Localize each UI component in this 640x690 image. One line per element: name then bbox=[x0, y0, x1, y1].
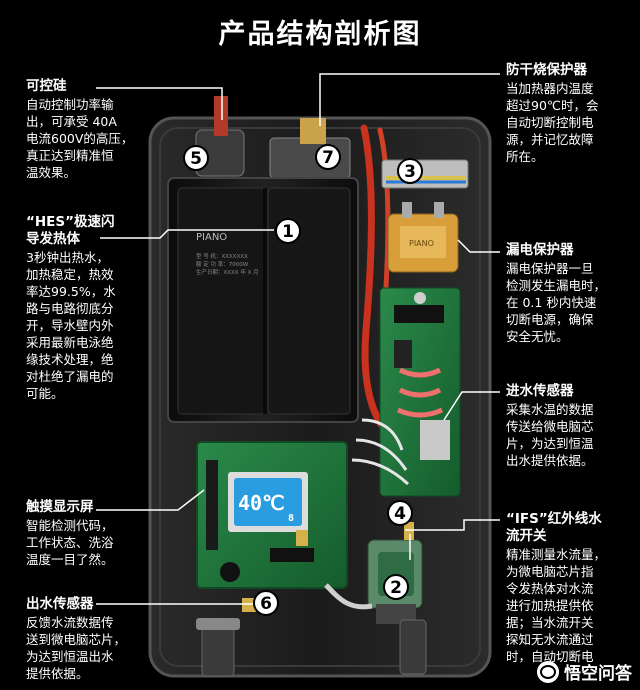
red-wire bbox=[360, 124, 399, 444]
lcd-small-digit: 8 bbox=[288, 513, 294, 524]
annotation-leakage-protector: 漏电保护器 漏电保护器一旦 检测发生漏电时， 在 0.1 秒内快速 切断电源，确… bbox=[506, 242, 632, 345]
callout-3: 3 bbox=[397, 158, 423, 184]
callout-7-number: 7 bbox=[322, 148, 334, 168]
callout-4-number: 4 bbox=[394, 504, 406, 524]
callout-2: 2 bbox=[383, 574, 409, 600]
annotation-heading: 进水传感器 bbox=[506, 383, 574, 399]
annotation-heading: 防干烧保护器 bbox=[506, 62, 587, 78]
callout-3-number: 3 bbox=[404, 162, 416, 182]
annotation-body: 3秒钟出热水， 加热稳定，热效 率达99.5%，水 路与电路彻底分 开，导水壁内… bbox=[26, 250, 116, 401]
heater-label-line-2: 额 定 功 率：7000W bbox=[196, 260, 249, 268]
annotation-body: 智能检测代码， 工作状态、洗浴 温度一目了然。 bbox=[26, 518, 114, 567]
heater-block bbox=[167, 177, 359, 423]
callout-2-number: 2 bbox=[390, 578, 402, 598]
callout-1-number: 1 bbox=[282, 222, 294, 242]
lcd-screen bbox=[234, 478, 302, 526]
heater-label-line-3: 生产日期：XXXX 年 X 月 bbox=[196, 268, 259, 276]
callout-6: 6 bbox=[253, 590, 279, 616]
annotation-hes-heater: “HES”极速闪 导发热体 3秒钟出热水， 加热稳定，热效 率达99.5%，水 … bbox=[26, 214, 158, 402]
outlet-fitting bbox=[201, 621, 235, 677]
svg-text:PIANO: PIANO bbox=[409, 239, 434, 248]
callout-7: 7 bbox=[315, 144, 341, 170]
callout-5-number: 5 bbox=[190, 149, 202, 169]
annotation-heading: 触摸显示屏 bbox=[26, 499, 94, 515]
annotation-touch-display: 触摸显示屏 智能检测代码， 工作状态、洗浴 温度一目了然。 bbox=[26, 499, 158, 568]
display-pcb bbox=[196, 441, 348, 589]
callout-5: 5 bbox=[183, 145, 209, 171]
annotation-heading: 可控硅 bbox=[26, 78, 67, 94]
annotation-body: 自动控制功率输 出，可承受 40A 电流600V的高压， 真正达到精准恒 温效果… bbox=[26, 97, 134, 180]
annotation-heading: “HES”极速闪 导发热体 bbox=[26, 214, 115, 247]
callout-4: 4 bbox=[387, 500, 413, 526]
annotation-heading: 出水传感器 bbox=[26, 596, 94, 612]
annotation-outlet-sensor: 出水传感器 反馈水流数据传 送到微电脑芯片， 为达到恒温出水 提供依据。 bbox=[26, 596, 162, 682]
watermark: 悟空问答 bbox=[537, 659, 632, 684]
annotation-heading: “IFS”红外线水 流开关 bbox=[506, 511, 602, 544]
annotation-body: 漏电保护器一旦 检测发生漏电时， 在 0.1 秒内快速 切断电源，确保 安全无忧… bbox=[506, 261, 607, 344]
leakage-protector bbox=[387, 202, 459, 273]
annotation-thyristor: 可控硅 自动控制功率输 出，可承受 40A 电流600V的高压， 真正达到精准恒… bbox=[26, 78, 166, 181]
wukong-logo-icon bbox=[537, 660, 559, 683]
callout-1: 1 bbox=[275, 218, 301, 244]
page-title: 产品结构剖析图 bbox=[218, 19, 422, 50]
annotation-dry-burn-protector: 防干烧保护器 当加热器内温度 超过90℃时，会 自动切断控制电 源，并记忆故障 … bbox=[506, 62, 632, 165]
control-pcb-right bbox=[379, 287, 461, 497]
annotation-heading: 漏电保护器 bbox=[506, 242, 574, 258]
annotation-body: 反馈水流数据传 送到微电脑芯片， 为达到恒温出水 提供依据。 bbox=[26, 615, 127, 681]
heater-label-line-1: 型 号 机：XXXXXXX bbox=[196, 252, 248, 260]
annotation-inlet-sensor: 进水传感器 采集水温的数据 传送给微电脑芯 片，为达到恒温 出水提供依据。 bbox=[506, 383, 632, 469]
annotation-body: 精准测量水流量， 为微电脑芯片指 令发热体对水流 进行加热提供依 据；当水流开关… bbox=[506, 547, 607, 664]
callout-6-number: 6 bbox=[260, 594, 272, 614]
annotation-body: 采集水温的数据 传送给微电脑芯 片，为达到恒温 出水提供依据。 bbox=[506, 402, 594, 468]
lcd-temperature: 40℃ bbox=[238, 491, 285, 515]
annotation-body: 当加热器内温度 超过90℃时，会 自动切断控制电 源，并记忆故障 所在。 bbox=[506, 81, 599, 164]
watermark-text: 悟空问答 bbox=[564, 664, 632, 684]
annotation-ifs-flow-switch: “IFS”红外线水 流开关 精准测量水流量， 为微电脑芯片指 令发热体对水流 进… bbox=[506, 511, 638, 665]
leader-lines bbox=[96, 73, 500, 605]
heater-brand-label: PIANO bbox=[196, 232, 227, 243]
